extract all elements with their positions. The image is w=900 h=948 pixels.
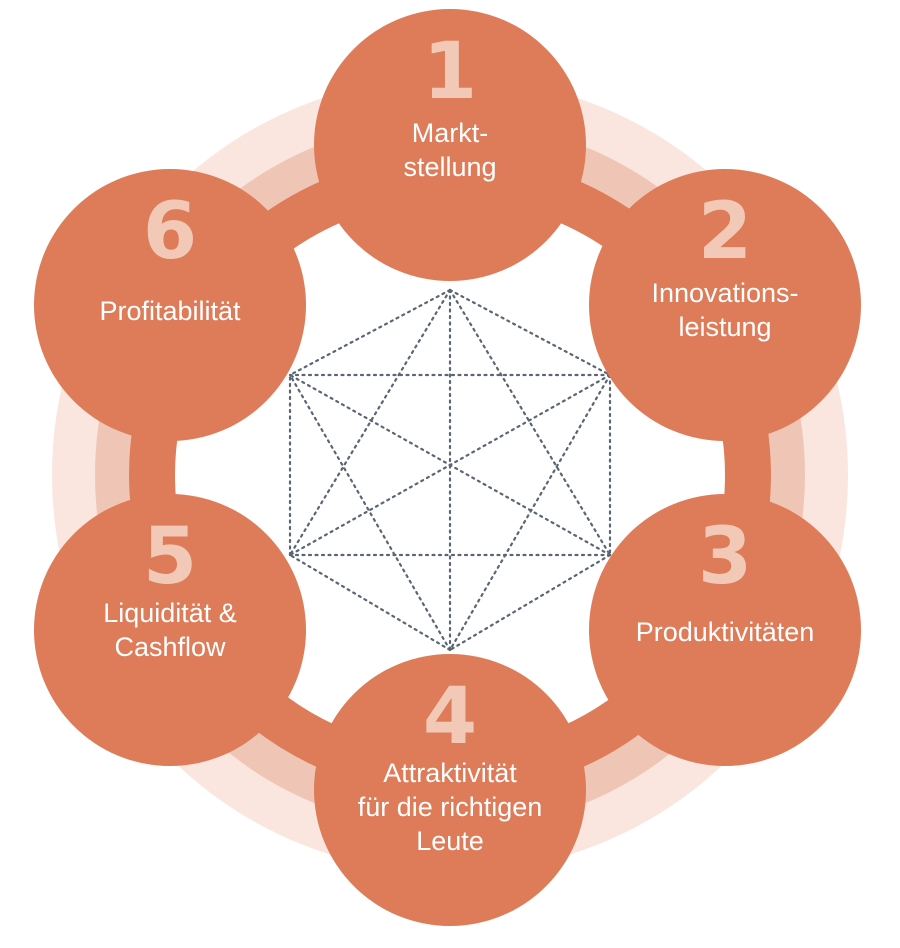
network-line — [288, 373, 612, 557]
network-line — [448, 373, 612, 652]
node-circle — [34, 494, 306, 766]
node-group: 1Markt-stellung2Innovations-leistung3Pro… — [34, 9, 861, 926]
node-label-line: Leute — [416, 826, 484, 856]
node-label-line: Innovations- — [651, 278, 798, 308]
network-line — [288, 288, 452, 377]
node-number: 6 — [143, 187, 197, 277]
node-circle — [314, 654, 586, 926]
node-circle — [589, 169, 861, 441]
node-number: 4 — [423, 672, 477, 762]
node-circle — [589, 494, 861, 766]
node-label-line: stellung — [403, 152, 496, 182]
node-label-line: Attraktivität — [383, 758, 517, 788]
network-line — [288, 553, 452, 652]
node-label-line: Profitabilität — [99, 296, 241, 326]
node-number: 3 — [698, 512, 752, 602]
node-label-line: Cashflow — [114, 632, 226, 662]
node-label-line: leistung — [678, 312, 771, 342]
connection-network — [288, 288, 612, 652]
node-number: 1 — [423, 27, 477, 117]
node-number: 2 — [698, 187, 752, 277]
node-number: 5 — [143, 512, 197, 602]
node-circle — [314, 9, 586, 281]
node-circle — [34, 169, 306, 441]
network-line — [448, 553, 612, 652]
network-line — [288, 373, 452, 652]
network-line — [448, 288, 612, 377]
network-line — [448, 288, 612, 557]
node-label-line: Produktivitäten — [636, 617, 815, 647]
node-label-line: Markt- — [412, 118, 489, 148]
network-line — [288, 288, 452, 557]
node-label-line: für die richtigen — [358, 792, 543, 822]
node-label-line: Liquidität & — [103, 598, 237, 628]
